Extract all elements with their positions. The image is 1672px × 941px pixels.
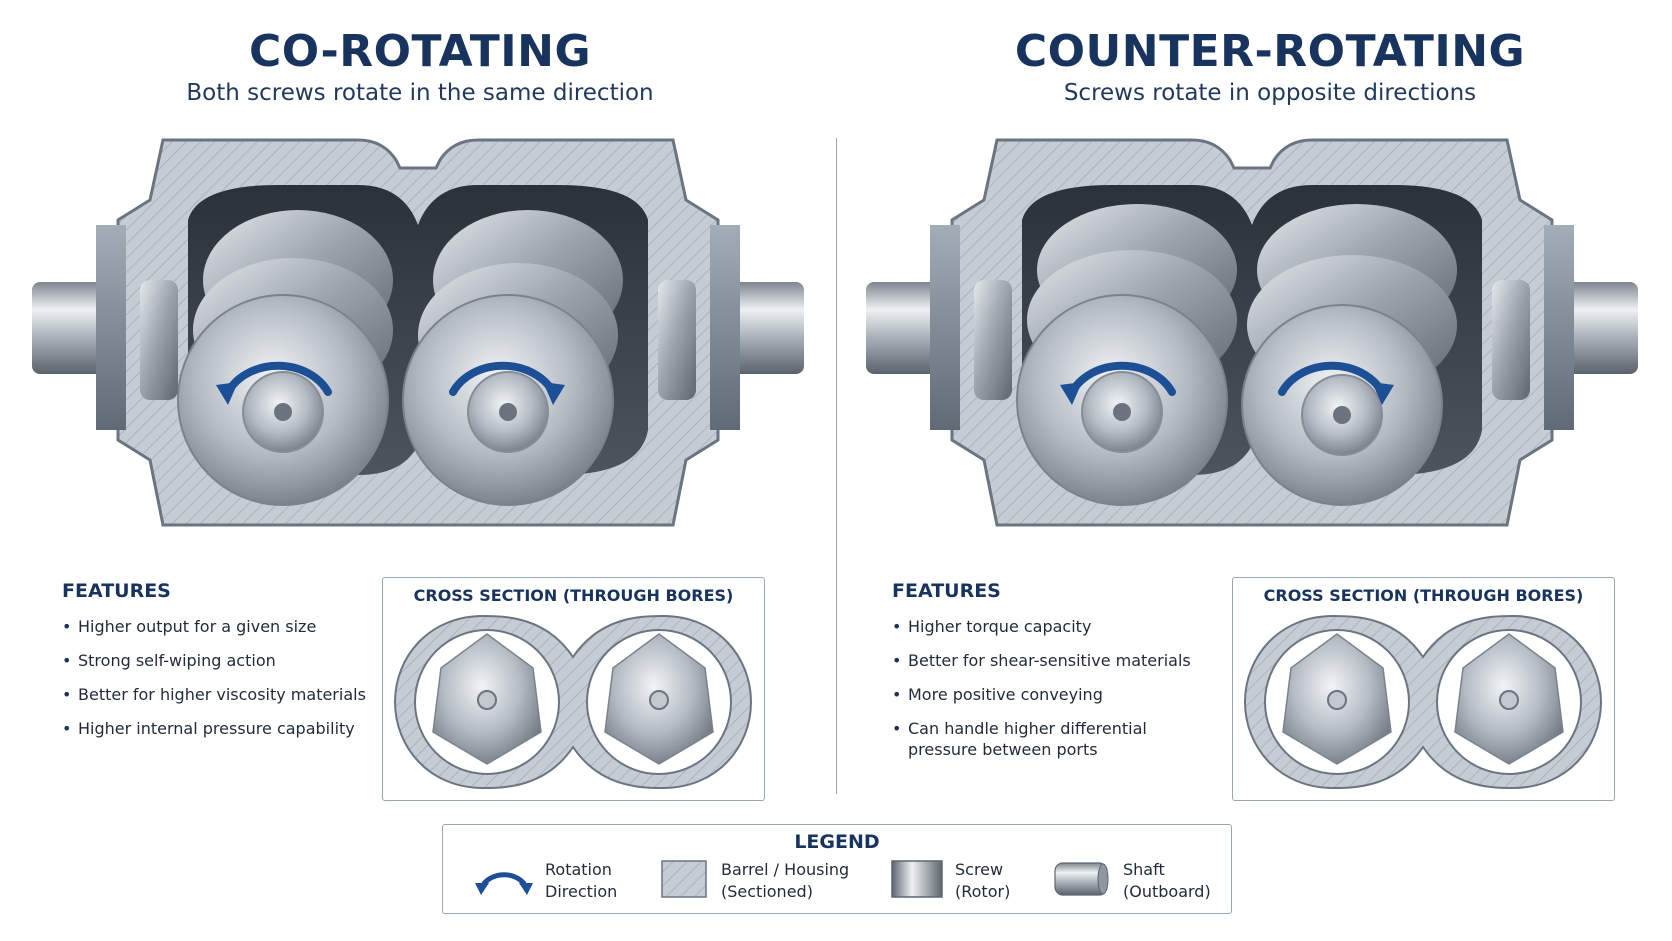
cross-section-title: CROSS SECTION (THROUGH BORES) <box>1263 586 1584 605</box>
legend-item-screw: Screw (Rotor) <box>891 855 1021 905</box>
counter-rotating-cross-section: CROSS SECTION (THROUGH BORES) <box>1232 577 1615 801</box>
left-shaft <box>866 282 940 374</box>
cross-section-diagram <box>1243 614 1603 790</box>
legend: LEGEND Rotation Direction Barrel / Housi… <box>442 824 1232 914</box>
co-rotating-title: CO-ROTATING <box>248 26 592 77</box>
right-shaft <box>730 282 804 374</box>
feature-item: Can handle higher differential pressure … <box>892 718 1148 760</box>
legend-item-shaft: Shaft (Outboard) <box>1053 855 1223 905</box>
legend-item-rotation: Rotation Direction <box>473 855 623 905</box>
legend-label-line1: Screw <box>955 860 1004 879</box>
rotation-arrow-icon <box>475 872 533 895</box>
feature-item: Better for shear-sensitive materials <box>892 650 1192 671</box>
feature-item: More positive conveying <box>892 684 1192 705</box>
co-rotating-features: FEATURES Higher output for a given size … <box>62 580 382 752</box>
legend-label-line2: Direction <box>545 882 618 901</box>
legend-label-line2: (Outboard) <box>1123 882 1211 901</box>
rotation-arrow-icon <box>1068 361 1176 396</box>
screw-rotor-icon <box>891 860 943 898</box>
legend-label-line1: Shaft <box>1123 860 1165 879</box>
legend-label-line1: Rotation <box>545 860 612 879</box>
feature-item: Higher internal pressure capability <box>62 718 382 739</box>
feature-item: Higher torque capacity <box>892 616 1192 637</box>
counter-rotating-extruder-illustration <box>866 138 1638 527</box>
rotation-arrow-icon <box>1278 361 1386 396</box>
counter-rotating-title: COUNTER-ROTATING <box>1014 26 1526 77</box>
cross-section-diagram <box>393 614 753 790</box>
legend-item-barrel: Barrel / Housing (Sectioned) <box>661 855 861 905</box>
feature-item: Better for higher viscosity materials <box>62 684 382 705</box>
legend-label-line2: (Sectioned) <box>721 882 813 901</box>
legend-title: LEGEND <box>794 831 880 853</box>
cross-section-title: CROSS SECTION (THROUGH BORES) <box>413 586 734 605</box>
legend-label-line2: (Rotor) <box>955 882 1011 901</box>
co-rotating-cross-section: CROSS SECTION (THROUGH BORES) <box>382 577 765 801</box>
hatched-barrel-icon <box>661 860 707 898</box>
co-rotating-subtitle: Both screws rotate in the same direction <box>186 80 654 106</box>
rotation-arrow-icon <box>224 361 332 396</box>
shaft-icon <box>1054 862 1109 896</box>
right-screw-rotor <box>1241 204 1457 506</box>
co-rotating-extruder-illustration <box>32 138 804 527</box>
left-screw-rotor <box>1016 204 1237 506</box>
counter-rotating-features: FEATURES Higher torque capacity Better f… <box>892 580 1192 773</box>
feature-item: Strong self-wiping action <box>62 650 382 671</box>
left-shaft <box>32 282 106 374</box>
features-heading: FEATURES <box>62 580 171 602</box>
left-screw-rotor <box>177 210 393 506</box>
legend-label-line1: Barrel / Housing <box>721 860 850 879</box>
feature-item: Higher output for a given size <box>62 616 382 637</box>
panel-divider <box>836 138 837 794</box>
rotation-arrow-icon <box>449 361 557 396</box>
counter-rotating-subtitle: Screws rotate in opposite directions <box>1063 80 1477 106</box>
right-shaft <box>1564 282 1638 374</box>
features-heading: FEATURES <box>892 580 1001 602</box>
right-screw-rotor <box>402 210 623 506</box>
